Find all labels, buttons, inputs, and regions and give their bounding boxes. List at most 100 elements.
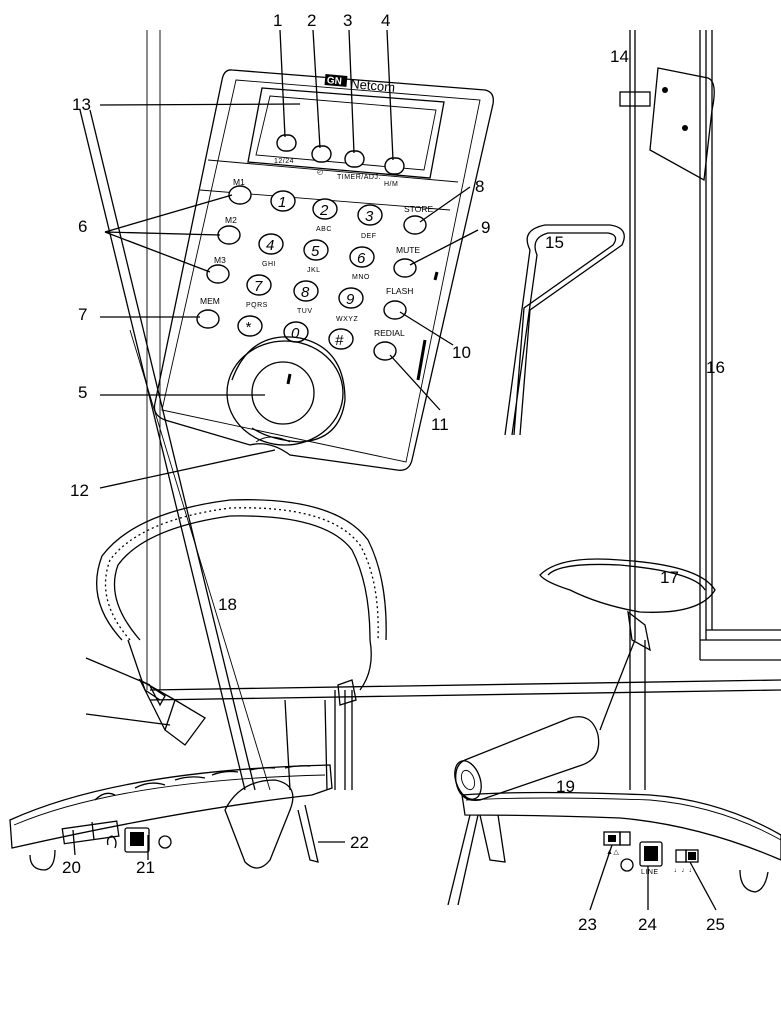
callout-18: 18 [218, 595, 237, 614]
svg-text:MUTE: MUTE [396, 245, 420, 255]
callout-19: 19 [556, 777, 575, 796]
logo-netcom: Netcom [350, 76, 396, 95]
callout-23: 23 [578, 915, 597, 934]
callout-10: 10 [452, 343, 471, 362]
svg-text:▲△: ▲△ [606, 849, 619, 856]
callout-11: 11 [431, 415, 449, 434]
svg-text:♩♩♩: ♩♩♩ [674, 867, 697, 874]
svg-text:GHI: GHI [262, 261, 276, 268]
callout-12: 12 [70, 481, 89, 500]
keypad: 1 2 ABC 3 DEF 4 GHI 5 JKL 6 MNO [237, 190, 383, 350]
callout-8: 8 [475, 177, 484, 196]
stand-panel [629, 30, 781, 661]
battery [454, 639, 636, 802]
svg-text:FLASH: FLASH [386, 286, 413, 296]
button-12-24[interactable]: 12/24 [274, 134, 297, 165]
key-star[interactable]: * [237, 315, 263, 337]
logo-gn: GN [326, 75, 342, 87]
function-buttons: STORE MUTE FLASH REDIAL [373, 204, 433, 361]
callout-9: 9 [481, 218, 490, 237]
key-6[interactable]: 6 MNO [349, 246, 375, 281]
key-5[interactable]: 5 JKL [303, 239, 329, 274]
button-clock[interactable]: ◴ [311, 145, 332, 176]
volume-dial[interactable] [226, 336, 346, 446]
svg-text:STORE: STORE [404, 204, 433, 214]
svg-text:4: 4 [266, 237, 274, 254]
coiled-cord [96, 499, 387, 701]
svg-text:TIMER/ADJ.: TIMER/ADJ. [337, 174, 381, 181]
callout-6: 6 [78, 217, 87, 236]
wire-clip [504, 224, 625, 436]
display-buttons: 12/24 ◴ TIMER/ADJ. H/M [274, 134, 405, 188]
svg-text:MNO: MNO [352, 274, 370, 281]
svg-text:MEM: MEM [200, 296, 220, 306]
button-h-m[interactable]: H/M [384, 157, 405, 188]
svg-text:6: 6 [357, 250, 366, 267]
leader-lines [72, 29, 717, 911]
headset-holder [539, 558, 716, 790]
button-mute[interactable]: MUTE [393, 245, 420, 278]
key-hash[interactable]: # [328, 328, 354, 350]
svg-text:0: 0 [291, 325, 300, 342]
button-m3[interactable]: M3 [206, 255, 230, 284]
callout-25: 25 [706, 915, 725, 934]
callout-20: 20 [62, 858, 81, 877]
callout-3: 3 [343, 11, 352, 30]
callout-16: 16 [706, 358, 725, 377]
netcom-logo: GN Netcom [324, 74, 396, 95]
background-lines [79, 30, 271, 791]
button-m2[interactable]: M2 [217, 215, 241, 245]
svg-text:8: 8 [301, 284, 310, 301]
button-flash[interactable]: FLASH [383, 286, 413, 320]
button-mem[interactable]: MEM [196, 296, 220, 329]
svg-text:ABC: ABC [316, 226, 332, 233]
svg-text:9: 9 [346, 291, 355, 308]
svg-text:3: 3 [365, 208, 374, 225]
button-m1[interactable]: M1 [228, 177, 252, 205]
callout-24: 24 [638, 915, 657, 934]
line-port-label: LINE [641, 869, 659, 876]
wall-bracket [619, 67, 715, 182]
side-view-left [9, 764, 333, 871]
callout-1: 1 [273, 11, 282, 30]
svg-text:1: 1 [278, 194, 286, 211]
button-redial[interactable]: REDIAL [373, 328, 405, 361]
callout-14: 14 [610, 47, 629, 66]
svg-text:PQRS: PQRS [246, 302, 268, 309]
svg-text:H/M: H/M [384, 181, 398, 188]
side-view-right: ▲△ LINE ♩♩♩ [447, 791, 781, 906]
svg-text:M2: M2 [225, 215, 237, 225]
callout-5: 5 [78, 383, 87, 402]
key-9[interactable]: 9 WXYZ [336, 287, 364, 323]
callout-4: 4 [381, 11, 390, 30]
key-4[interactable]: 4 GHI [258, 233, 284, 268]
callout-21: 21 [136, 858, 155, 877]
key-3[interactable]: 3 DEF [357, 204, 383, 240]
key-8[interactable]: 8 TUV [293, 280, 319, 315]
svg-text:◴: ◴ [317, 169, 324, 176]
callout-13: 13 [72, 95, 91, 114]
svg-text:DEF: DEF [361, 233, 377, 240]
callout-17: 17 [660, 568, 679, 587]
svg-text:REDIAL: REDIAL [374, 328, 405, 338]
quick-disconnect-plug [85, 657, 206, 746]
key-1[interactable]: 1 [270, 190, 296, 212]
svg-text:M3: M3 [214, 255, 226, 265]
key-2[interactable]: 2 ABC [312, 198, 338, 233]
svg-text:7: 7 [254, 278, 263, 295]
callout-22: 22 [350, 833, 369, 852]
callout-numbers: 1 2 3 4 5 6 7 8 9 10 11 12 13 14 15 16 1… [62, 11, 725, 934]
key-7[interactable]: 7 PQRS [246, 274, 272, 309]
svg-text:5: 5 [311, 243, 320, 260]
svg-text:2: 2 [319, 202, 329, 219]
svg-text:JKL: JKL [307, 267, 321, 274]
svg-text:12/24: 12/24 [274, 158, 294, 165]
callout-2: 2 [307, 11, 316, 30]
svg-text:#: # [335, 332, 344, 349]
memory-buttons: M1 M2 M3 MEM [196, 177, 252, 329]
display-window [247, 87, 445, 179]
callout-15: 15 [545, 233, 564, 252]
button-store[interactable]: STORE [403, 204, 433, 235]
svg-text:TUV: TUV [297, 308, 313, 315]
